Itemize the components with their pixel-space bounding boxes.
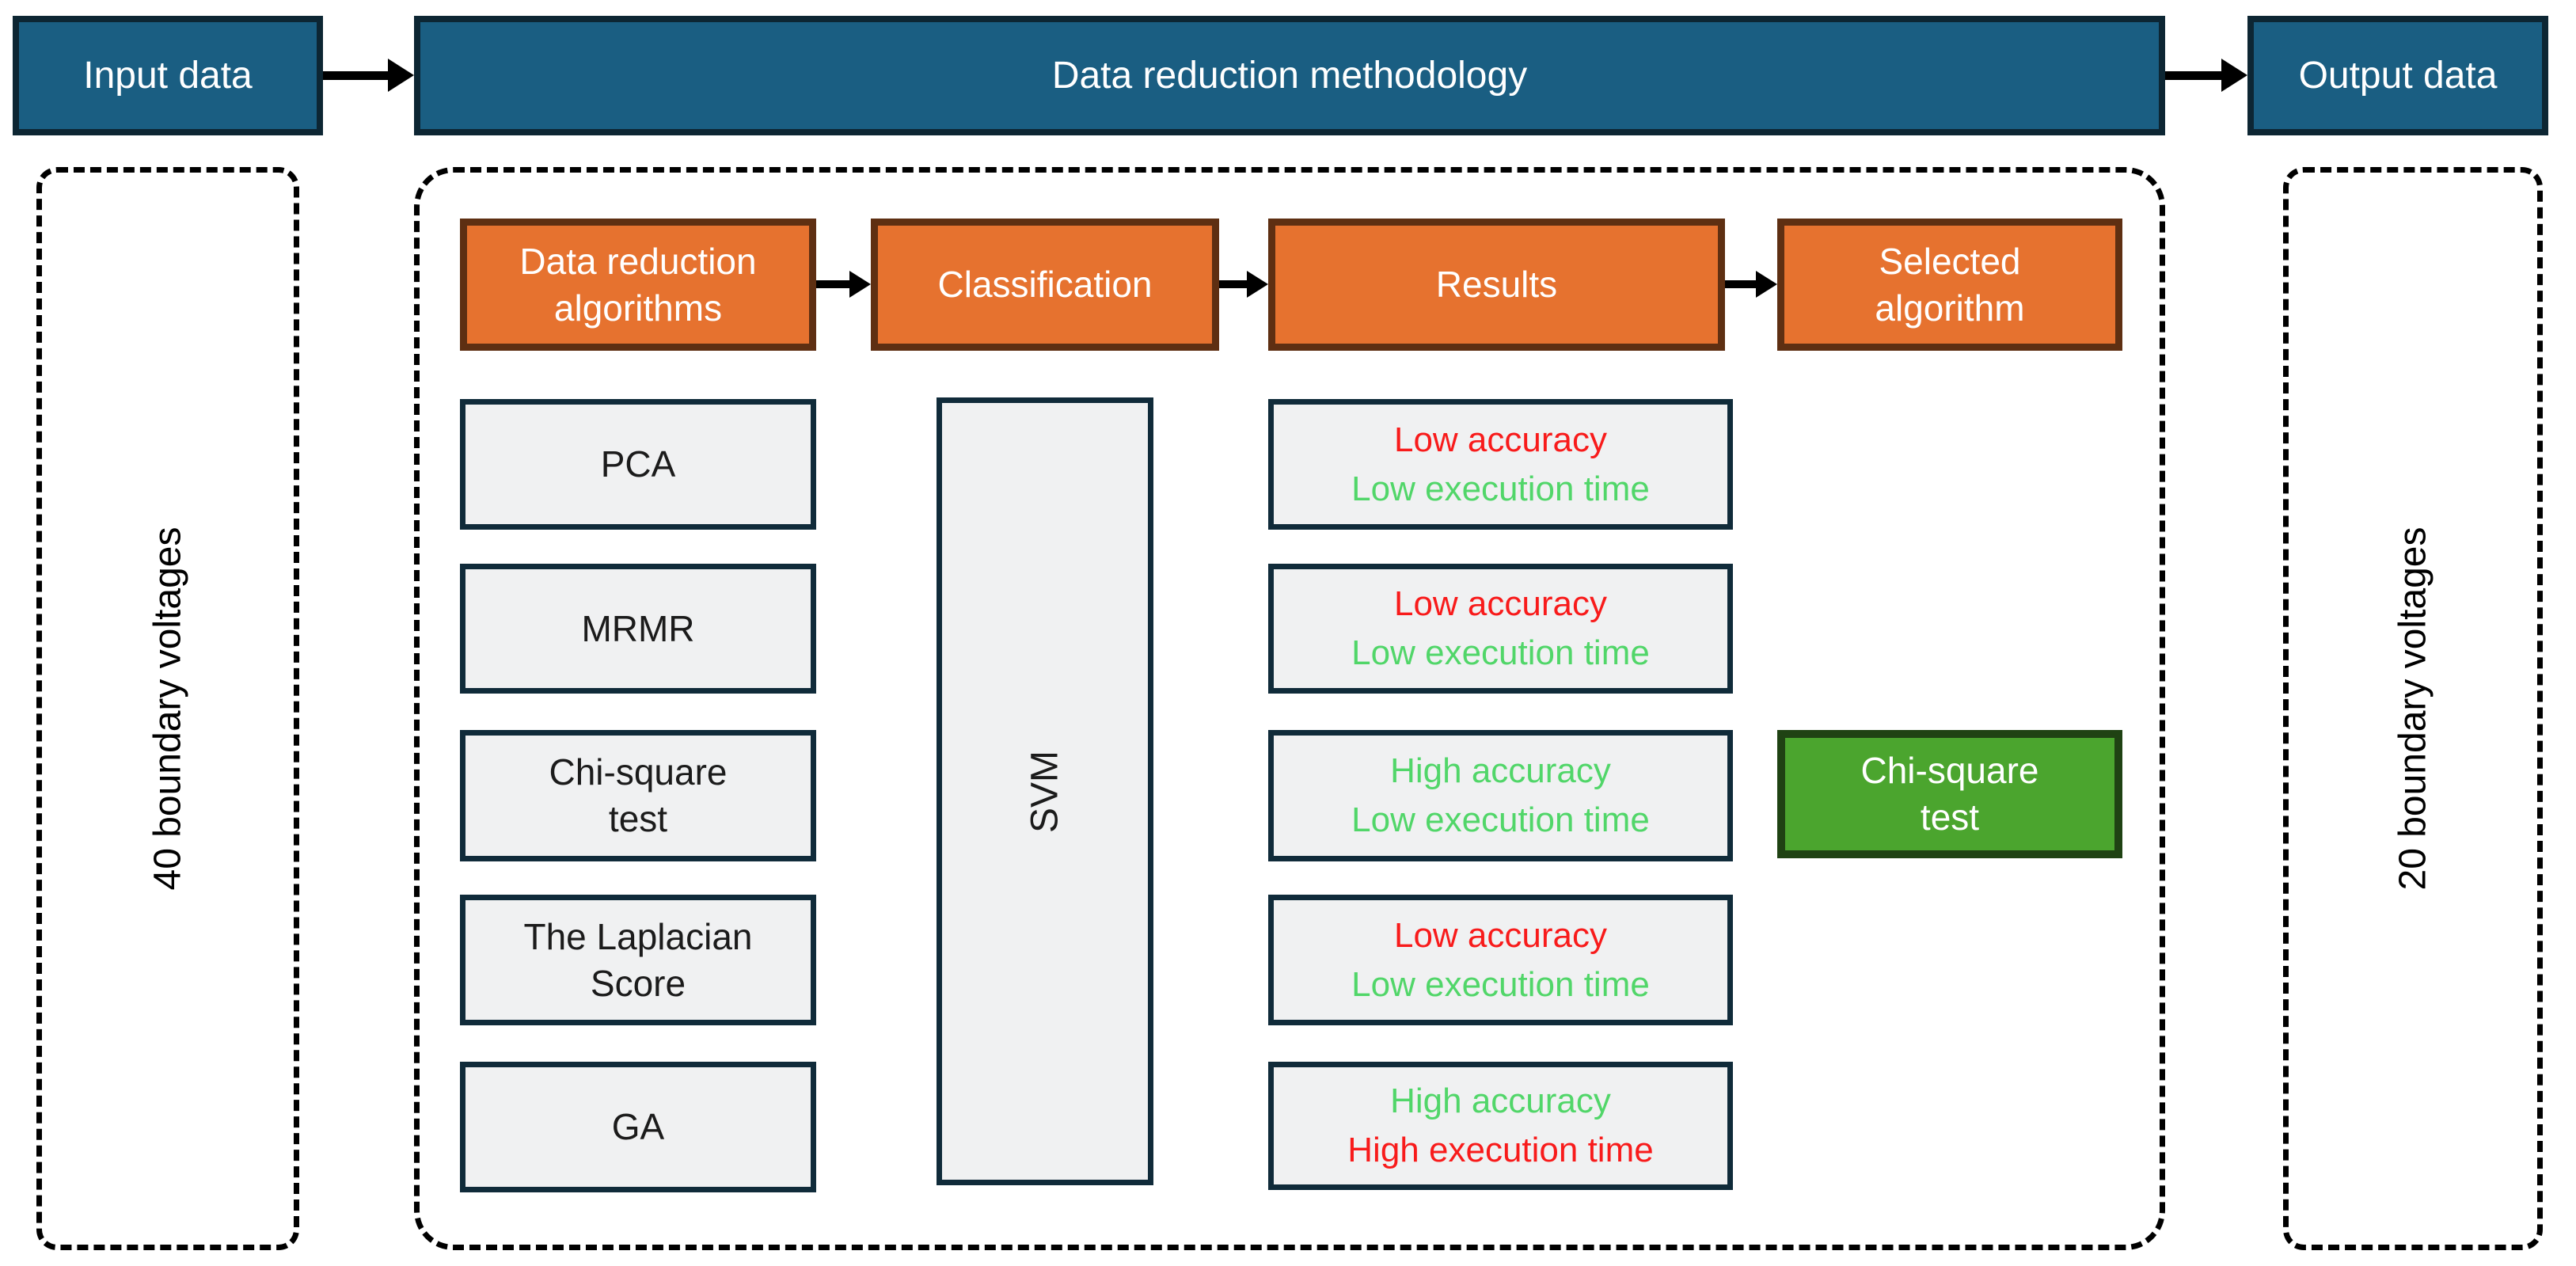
output-data-panel: 20 boundary voltages bbox=[2283, 167, 2543, 1250]
stage-selected-algorithm: Selected algorithm bbox=[1777, 219, 2122, 351]
arrow-head-icon bbox=[849, 271, 871, 298]
algorithm-label: The Laplacian Score bbox=[523, 915, 753, 1004]
result-box-5: High accuracy High execution time bbox=[1268, 1062, 1733, 1190]
result-accuracy: High accuracy bbox=[1390, 751, 1611, 791]
result-time: Low execution time bbox=[1351, 469, 1650, 508]
input-data-panel: 40 boundary voltages bbox=[36, 167, 299, 1250]
result-accuracy: High accuracy bbox=[1390, 1082, 1611, 1121]
result-time: Low execution time bbox=[1351, 800, 1650, 839]
methodology-header-box: Data reduction methodology bbox=[414, 16, 2165, 135]
arrow-head-icon bbox=[1247, 271, 1268, 298]
arrow-head-icon bbox=[388, 59, 414, 92]
arrow-head-icon bbox=[2221, 59, 2247, 92]
result-time: Low execution time bbox=[1351, 964, 1650, 1004]
output-data-label: Output data bbox=[2298, 55, 2498, 97]
arrow-input-to-methodology bbox=[323, 58, 414, 93]
arrow-head-icon bbox=[1756, 271, 1777, 298]
classifier-box-svm: SVM bbox=[937, 397, 1153, 1185]
arrow-methodology-to-output bbox=[2165, 58, 2247, 93]
algorithm-box-chi-square: Chi-square test bbox=[460, 730, 816, 861]
methodology-panel bbox=[414, 167, 2165, 1250]
arrow-shaft bbox=[1219, 280, 1247, 288]
stage-label: Data reduction algorithms bbox=[519, 240, 757, 329]
algorithm-label: Chi-square test bbox=[549, 751, 728, 839]
arrow-stage3-to-stage4 bbox=[1725, 271, 1777, 298]
result-accuracy: Low accuracy bbox=[1393, 915, 1607, 955]
algorithm-label: GA bbox=[611, 1106, 665, 1148]
stage-data-reduction-algorithms: Data reduction algorithms bbox=[460, 219, 816, 351]
algorithm-box-ga: GA bbox=[460, 1062, 816, 1192]
algorithm-box-pca: PCA bbox=[460, 399, 816, 530]
algorithm-label: MRMR bbox=[581, 607, 695, 649]
result-time: High execution time bbox=[1347, 1131, 1654, 1169]
arrow-shaft bbox=[323, 70, 388, 80]
selected-algorithm-label: Chi-square test bbox=[1860, 750, 2039, 838]
result-box-1: Low accuracy Low execution time bbox=[1268, 399, 1733, 530]
stage-label: Classification bbox=[937, 264, 1153, 306]
stage-label: Results bbox=[1435, 264, 1558, 306]
output-voltages-label: 20 boundary voltages bbox=[2392, 527, 2434, 891]
result-time: Low execution time bbox=[1351, 633, 1650, 672]
classifier-label: SVM bbox=[1024, 750, 1066, 833]
arrow-shaft bbox=[1725, 280, 1756, 288]
result-box-4: Low accuracy Low execution time bbox=[1268, 895, 1733, 1025]
stage-classification: Classification bbox=[871, 219, 1219, 351]
input-data-label: Input data bbox=[83, 55, 253, 97]
algorithm-box-laplacian: The Laplacian Score bbox=[460, 895, 816, 1025]
result-box-3: High accuracy Low execution time bbox=[1268, 730, 1733, 861]
input-data-box: Input data bbox=[13, 16, 323, 135]
result-box-2: Low accuracy Low execution time bbox=[1268, 564, 1733, 694]
algorithm-label: PCA bbox=[600, 443, 676, 485]
arrow-shaft bbox=[816, 280, 849, 288]
methodology-header-label: Data reduction methodology bbox=[1051, 55, 1528, 97]
result-accuracy: Low accuracy bbox=[1393, 420, 1607, 459]
input-voltages-label: 40 boundary voltages bbox=[146, 527, 189, 891]
algorithm-box-mrmr: MRMR bbox=[460, 564, 816, 694]
stage-label: Selected algorithm bbox=[1875, 240, 2025, 329]
stage-results: Results bbox=[1268, 219, 1725, 351]
arrow-stage2-to-stage3 bbox=[1219, 271, 1268, 298]
output-data-box: Output data bbox=[2247, 16, 2548, 135]
selected-algorithm-box: Chi-square test bbox=[1777, 730, 2122, 858]
result-accuracy: Low accuracy bbox=[1393, 584, 1607, 624]
arrow-stage1-to-stage2 bbox=[816, 271, 871, 298]
arrow-shaft bbox=[2165, 70, 2221, 80]
